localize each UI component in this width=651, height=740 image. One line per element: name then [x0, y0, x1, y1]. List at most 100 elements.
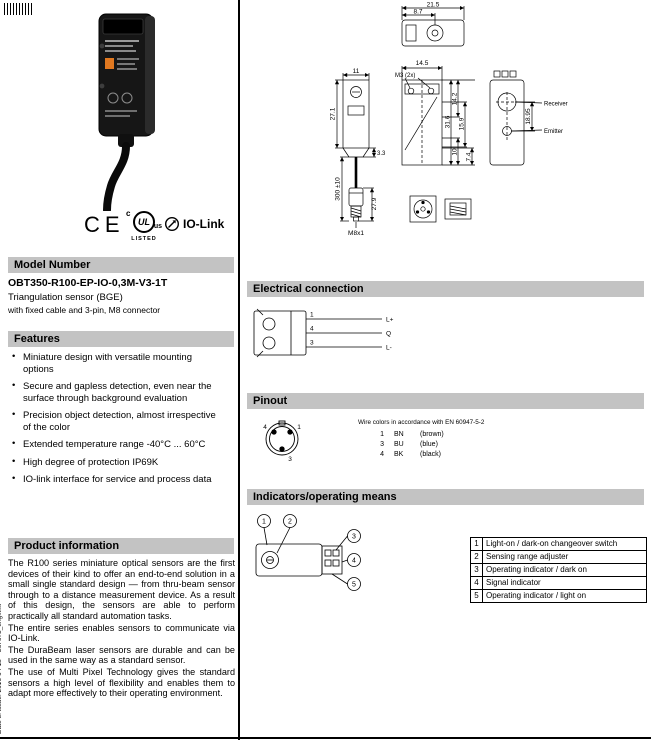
connector-pin-1: 1 — [297, 424, 301, 431]
ul-circle: UL — [133, 211, 155, 233]
indicator-number: 1 — [470, 537, 483, 551]
callout-2: 2 — [288, 519, 292, 526]
indicators-header: Indicators/operating means — [247, 489, 644, 505]
indicator-label: Operating indicator / dark on — [482, 563, 647, 577]
dim-optic-axis: 18.95 — [525, 108, 532, 125]
connector-pin-4: 4 — [263, 424, 267, 431]
dim-15-9: 15.9 — [459, 117, 466, 130]
dim-height: 31.6 — [445, 115, 452, 128]
emitter-label: Emitter — [544, 129, 563, 135]
model-variant: with fixed cable and 3-pin, M8 connector — [8, 305, 161, 315]
dimension-drawing: 21.5 8.7 11 27.1 3.3 300 ±10 27.9 M8x1 1… — [330, 2, 568, 238]
model-type: Triangulation sensor (BGE) — [8, 292, 123, 303]
feature-item: Secure and gapless detection, even near … — [10, 380, 217, 404]
dim-cable-exit: 3.3 — [377, 151, 386, 157]
date-of-issue-note: Date of issue: 2016-04-18 267075_eng.xml — [0, 604, 3, 734]
pin-number: 4 — [380, 451, 384, 458]
pinout-header: Pinout — [247, 393, 644, 409]
electrical-connection-header: Electrical connection — [247, 281, 644, 297]
pinout-note: Wire colors in accordance with EN 60947-… — [358, 419, 485, 426]
dim-lens-offset: 8.7 — [413, 9, 422, 16]
indicator-row: 5 Operating indicator / light on — [470, 589, 647, 603]
indicator-label: Sensing range adjuster — [482, 550, 647, 564]
feature-item: Extended temperature range -40°C ... 60°… — [10, 438, 217, 451]
connector-pin-3: 3 — [288, 456, 292, 463]
indicator-number: 3 — [470, 563, 483, 577]
electrical-connection-diagram: 1 4 3 L+ Q L- — [253, 308, 394, 358]
pinout-wire-row: 1 BN (brown) — [372, 430, 444, 440]
wire-pin-1: 1 — [310, 312, 314, 319]
features-header: Features — [8, 331, 234, 347]
dim-top-width: 14.5 — [416, 60, 429, 67]
indicators-table: 1 Light-on / dark-on changeover switch 2… — [470, 537, 647, 603]
io-link-logo: IO-Link — [164, 216, 224, 232]
wire-pin-4: 4 — [310, 326, 314, 333]
pinout-wire-row: 3 BU (blue) — [372, 440, 444, 450]
ce-mark: CE — [84, 212, 125, 237]
dim-7-4: 7.4 — [466, 152, 473, 161]
wire-label-q: Q — [386, 331, 391, 338]
pinout-wire-row: 4 BK (black) — [372, 450, 444, 460]
callout-5: 5 — [352, 582, 356, 589]
dim-hole-offset: 14.2 — [452, 92, 459, 105]
callout-4: 4 — [352, 558, 356, 565]
wire-color: (blue) — [420, 441, 438, 448]
barcode-icon — [4, 3, 34, 15]
wire-code: BK — [394, 451, 404, 458]
feature-item: IO-link interface for service and proces… — [10, 473, 217, 486]
product-info-paragraph: The entire series enables sensors to com… — [8, 622, 235, 644]
product-info-paragraph: The use of Multi Pixel Technology gives … — [8, 666, 235, 699]
ul-listed-label: LISTED — [131, 236, 157, 242]
column-divider — [238, 0, 240, 740]
indicator-row: 1 Light-on / dark-on changeover switch — [470, 537, 647, 551]
feature-item: Precision object detection, almost irres… — [10, 409, 217, 433]
callout-1: 1 — [262, 519, 266, 526]
indicator-row: 3 Operating indicator / dark on — [470, 563, 647, 577]
indicator-row: 2 Sensing range adjuster — [470, 550, 647, 564]
dim-connector-length: 27.9 — [371, 197, 378, 210]
feature-item: Miniature design with versatile mounting… — [10, 351, 217, 375]
dim-10: 10 — [452, 148, 459, 156]
ul-listed-mark: c UL us LISTED — [126, 209, 162, 243]
wire-label-lminus: L- — [386, 345, 392, 352]
pinout-connector-diagram: 4 1 3 — [263, 420, 301, 463]
product-photo — [98, 13, 155, 211]
product-info-paragraph: The DuraBeam laser sensors are durable a… — [8, 644, 235, 666]
product-information-header: Product information — [8, 538, 234, 554]
indicator-row: 4 Signal indicator — [470, 576, 647, 590]
features-list: Miniature design with versatile mounting… — [10, 351, 217, 492]
product-info-paragraph: The R100 series miniature optical sensor… — [8, 558, 235, 621]
ul-c-label: c — [126, 209, 131, 218]
indicator-number: 4 — [470, 576, 483, 590]
wire-pin-3: 3 — [310, 340, 314, 347]
indicators-diagram: 1 2 3 4 5 — [255, 514, 361, 591]
product-information-text: The R100 series miniature optical sensor… — [8, 558, 235, 700]
dim-depth: 21.5 — [427, 2, 440, 9]
issue-date: Date of issue: 2016-04-18 — [0, 659, 3, 734]
wire-color: (black) — [420, 451, 442, 458]
dim-cable-length: 300 ±10 — [335, 177, 342, 201]
wire-color: (brown) — [420, 431, 444, 438]
dim-front-height: 27.1 — [330, 107, 337, 120]
io-link-icon — [164, 216, 180, 232]
indicator-label: Signal indicator — [482, 576, 647, 590]
pinout-wire-table: 1 BN (brown) 3 BU (blue) 4 BK (black) — [372, 430, 444, 460]
io-link-label: IO-Link — [183, 217, 225, 231]
wire-code: BU — [394, 441, 404, 448]
callout-3: 3 — [352, 534, 356, 541]
wire-code: BN — [394, 431, 404, 438]
pin-number: 3 — [380, 441, 384, 448]
indicator-number: 5 — [470, 589, 483, 603]
indicator-label: Light-on / dark-on changeover switch — [482, 537, 647, 551]
feature-item: High degree of protection IP69K — [10, 456, 217, 469]
wire-label-lplus: L+ — [386, 317, 394, 324]
model-number-value: OBT350-R100-EP-IO-0,3M-V3-1T — [8, 277, 168, 289]
dim-mounting-holes: M3 (2x) — [395, 73, 415, 79]
dim-thread: M8x1 — [348, 230, 364, 237]
receiver-label: Receiver — [544, 102, 568, 108]
indicator-label: Operating indicator / light on — [482, 589, 647, 603]
pin-number: 1 — [380, 431, 384, 438]
document-file-note: 267075_eng.xml — [0, 603, 3, 652]
page-bottom-rule — [0, 737, 651, 739]
model-number-header: Model Number — [8, 257, 234, 273]
